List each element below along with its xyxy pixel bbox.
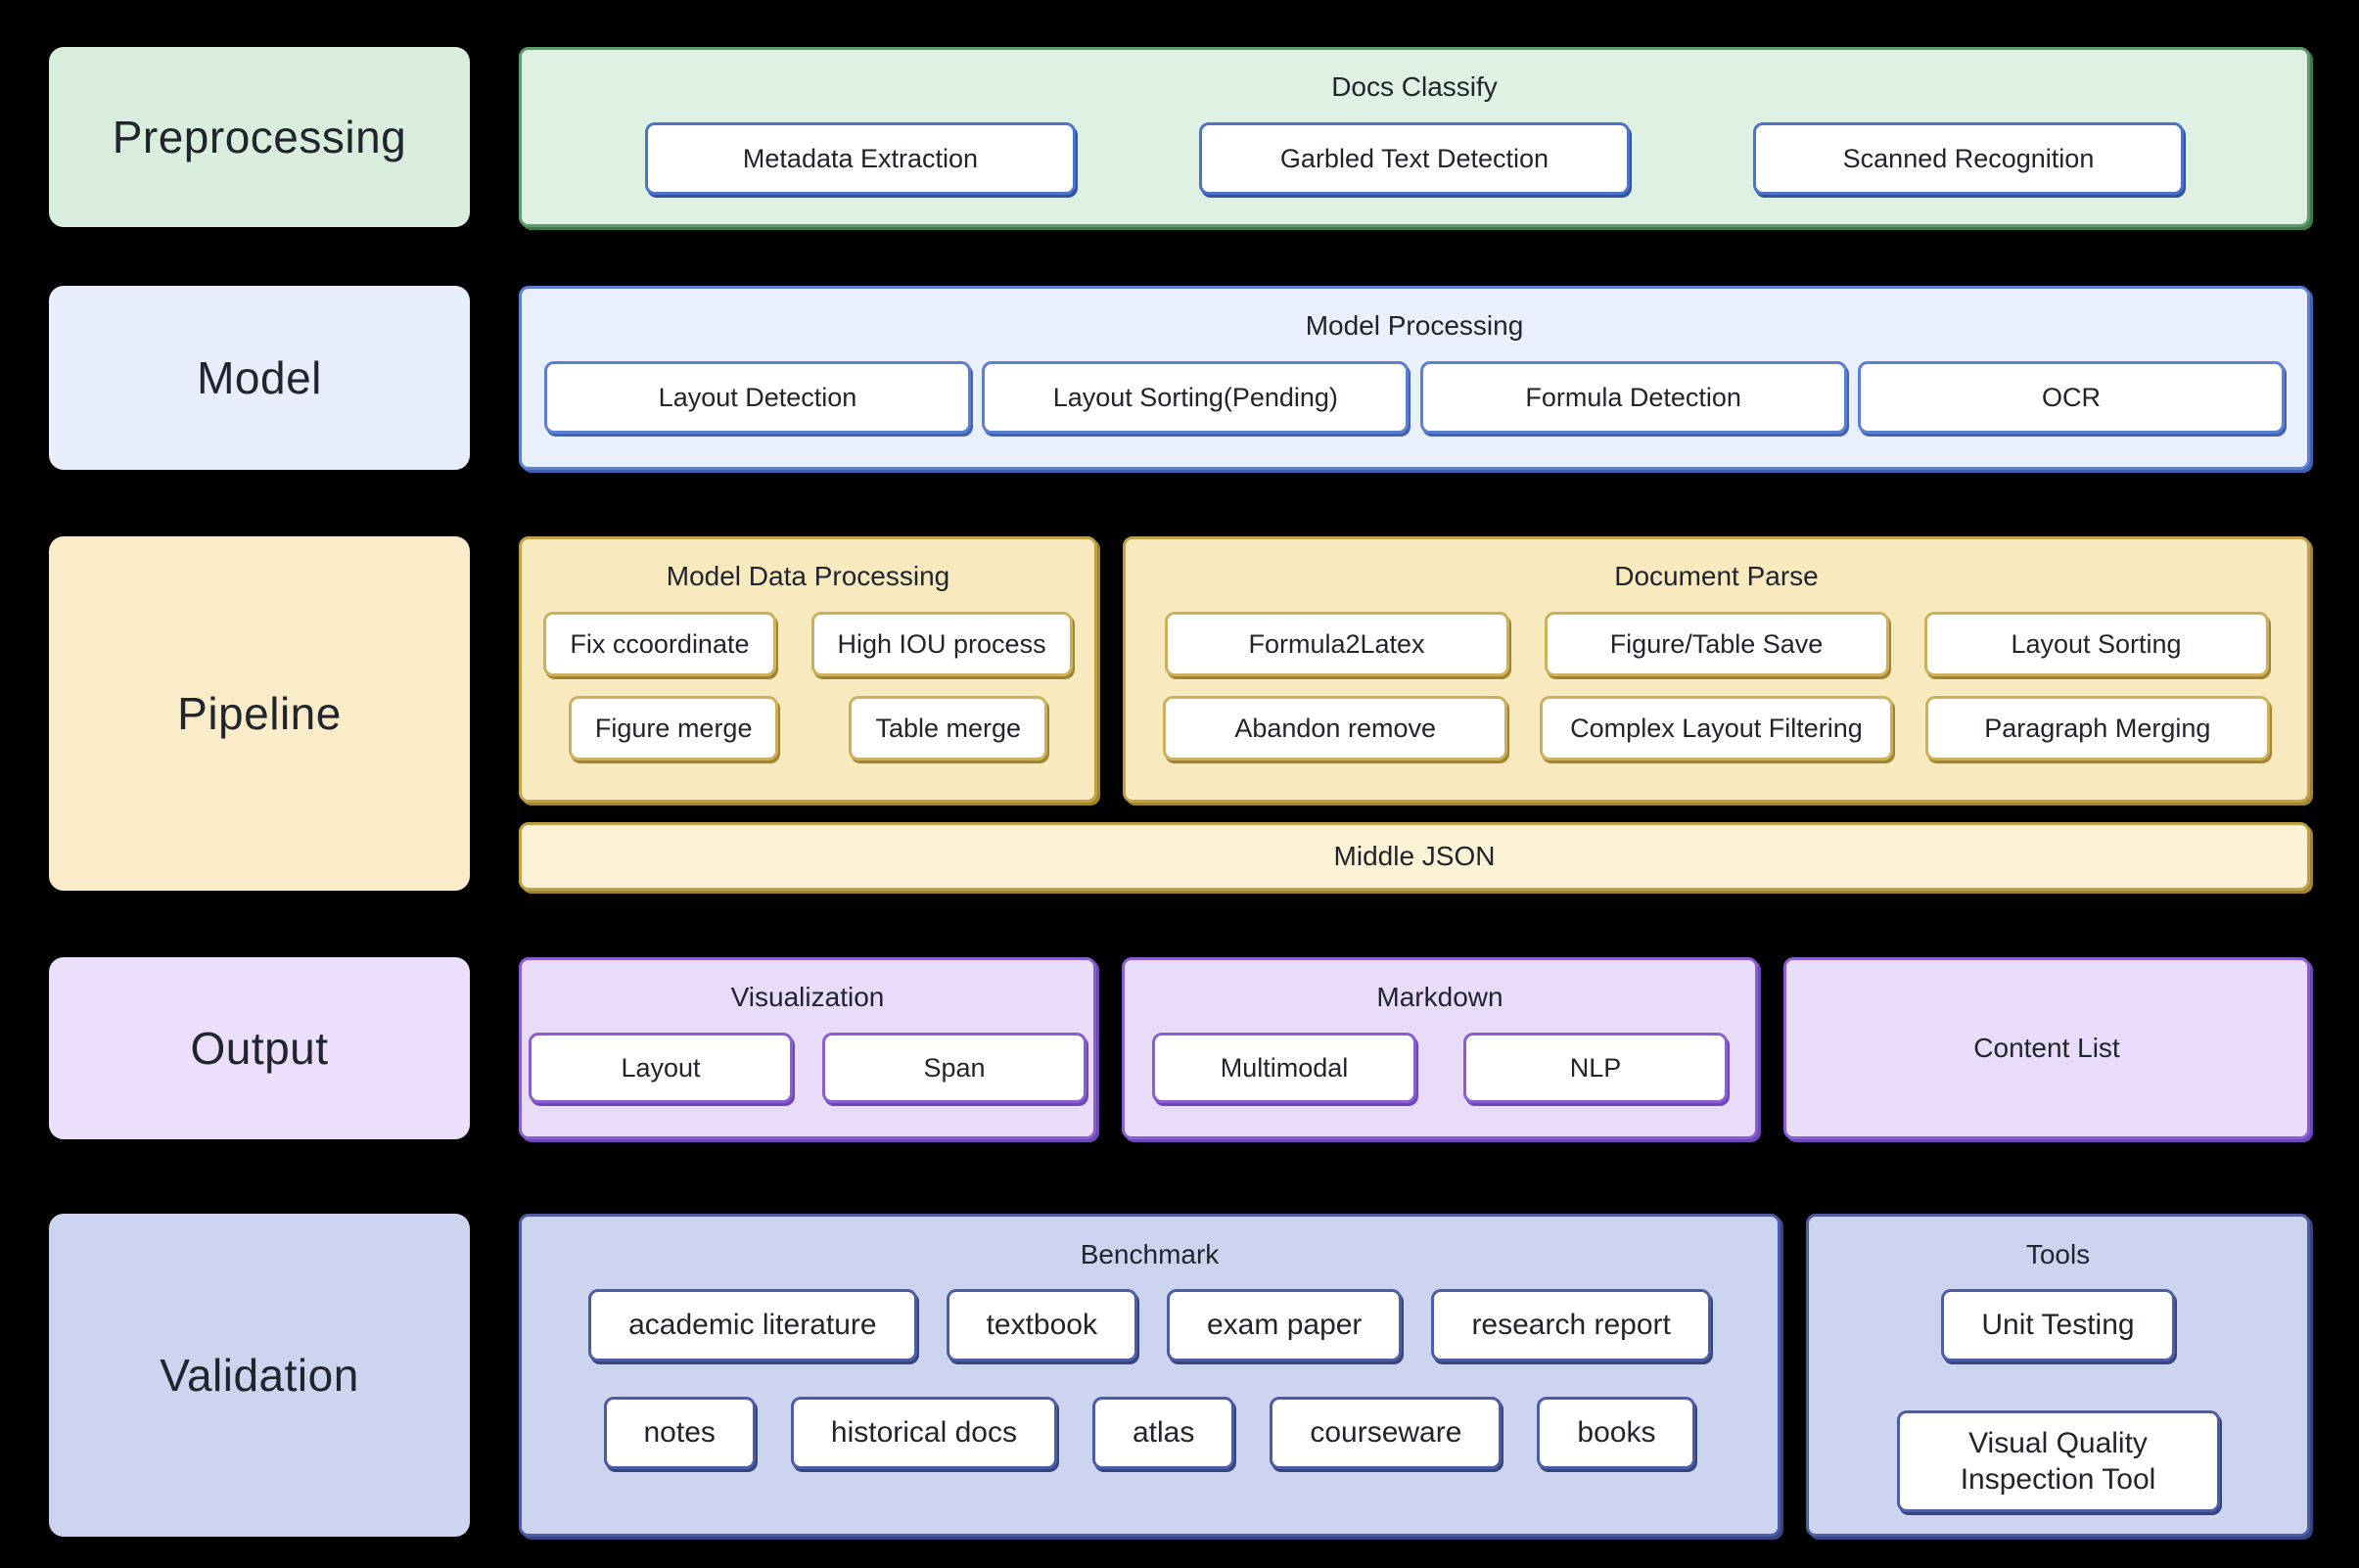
docs-classify-buttons: Metadata Extraction Garbled Text Detecti… [522, 122, 2307, 195]
stage-row-output: Output Visualization Layout Span Markdow… [49, 957, 2310, 1139]
group-markdown: Markdown Multimodal NLP [1122, 957, 1758, 1139]
node-garbled-text-detection: Garbled Text Detection [1199, 122, 1630, 195]
group-model-processing: Model Processing Layout Detection Layout… [519, 286, 2310, 470]
group-title-model-data-processing: Model Data Processing [666, 561, 950, 591]
node-nlp: NLP [1463, 1033, 1728, 1103]
stage-row-model: Model Model Processing Layout Detection … [49, 286, 2310, 470]
visualization-buttons: Layout Span [522, 1033, 1093, 1103]
group-title-content-list: Content List [1973, 1033, 2120, 1063]
node-notes: notes [603, 1397, 756, 1469]
node-historical-docs: historical docs [790, 1397, 1057, 1469]
benchmark-row-2: notes historical docs atlas courseware b… [522, 1397, 1778, 1469]
group-title-benchmark: Benchmark [1080, 1239, 1220, 1269]
tools-row-1: Unit Testing [1809, 1289, 2307, 1361]
group-docs-classify: Docs Classify Metadata Extraction Garble… [519, 47, 2310, 227]
node-formula-detection: Formula Detection [1419, 361, 1847, 434]
model-data-processing-row-2: Figure merge Table merge [522, 696, 1094, 761]
node-visual-quality-inspection-tool: Visual Quality Inspection Tool [1896, 1410, 2220, 1512]
stage-label-output: Output [49, 957, 470, 1139]
node-layout-sorting-pending: Layout Sorting(Pending) [982, 361, 1410, 434]
node-multimodal: Multimodal [1152, 1033, 1416, 1103]
node-figure-merge: Figure merge [568, 696, 779, 761]
group-title-model-processing: Model Processing [1305, 310, 1524, 341]
node-figure-table-save: Figure/Table Save [1544, 612, 1889, 676]
node-layout-sorting: Layout Sorting [1923, 612, 2269, 676]
stage-label-preprocessing: Preprocessing [49, 47, 470, 227]
benchmark-row-1: academic literature textbook exam paper … [522, 1289, 1778, 1361]
node-unit-testing: Unit Testing [1941, 1289, 2175, 1361]
group-title-tools: Tools [2025, 1239, 2091, 1269]
group-content-list: Content List [1783, 957, 2310, 1139]
node-academic-literature: academic literature [588, 1289, 917, 1361]
stage-row-validation: Validation Benchmark academic literature… [49, 1214, 2310, 1537]
stage-label-pipeline: Pipeline [49, 536, 470, 891]
node-books: books [1537, 1397, 1696, 1469]
model-data-processing-row-1: Fix ccoordinate High IOU process [522, 612, 1094, 676]
group-title-visualization: Visualization [730, 982, 885, 1012]
node-formula2latex: Formula2Latex [1164, 612, 1509, 676]
model-processing-buttons: Layout Detection Layout Sorting(Pending)… [522, 361, 2307, 434]
markdown-buttons: Multimodal NLP [1125, 1033, 1755, 1103]
group-tools: Tools Unit Testing Visual Quality Inspec… [1806, 1214, 2310, 1537]
node-fix-ccoordinate: Fix ccoordinate [543, 612, 776, 676]
group-model-data-processing: Model Data Processing Fix ccoordinate Hi… [519, 536, 1097, 803]
stage-row-pipeline: Pipeline Model Data Processing Fix ccoor… [49, 536, 2310, 891]
stage-row-preprocessing: Preprocessing Docs Classify Metadata Ext… [49, 47, 2310, 227]
tools-row-2: Visual Quality Inspection Tool [1809, 1410, 2307, 1512]
node-ocr: OCR [1857, 361, 2285, 434]
stage-label-validation: Validation [49, 1214, 470, 1537]
node-research-report: research report [1431, 1289, 1711, 1361]
node-high-iou-process: High IOU process [810, 612, 1073, 676]
node-paragraph-merging: Paragraph Merging [1924, 696, 2270, 761]
group-benchmark: Benchmark academic literature textbook e… [519, 1214, 1781, 1537]
document-parse-row-2: Abandon remove Complex Layout Filtering … [1126, 696, 2307, 761]
node-courseware: courseware [1270, 1397, 1503, 1469]
node-span: Span [822, 1033, 1087, 1103]
node-complex-layout-filtering: Complex Layout Filtering [1540, 696, 1893, 761]
stage-content-model: Model Processing Layout Detection Layout… [519, 286, 2310, 470]
stage-content-preprocessing: Docs Classify Metadata Extraction Garble… [519, 47, 2310, 227]
node-atlas: atlas [1091, 1397, 1235, 1469]
group-visualization: Visualization Layout Span [519, 957, 1096, 1139]
group-document-parse: Document Parse Formula2Latex Figure/Tabl… [1123, 536, 2310, 803]
pipeline-group-row: Model Data Processing Fix ccoordinate Hi… [519, 536, 2310, 803]
node-layout-detection: Layout Detection [544, 361, 971, 434]
node-middle-json: Middle JSON [519, 822, 2310, 891]
document-parse-row-1: Formula2Latex Figure/Table Save Layout S… [1126, 612, 2307, 676]
node-scanned-recognition: Scanned Recognition [1753, 122, 2184, 195]
node-metadata-extraction: Metadata Extraction [645, 122, 1076, 195]
stage-content-pipeline: Model Data Processing Fix ccoordinate Hi… [519, 536, 2310, 891]
node-table-merge: Table merge [849, 696, 1048, 761]
node-abandon-remove: Abandon remove [1163, 696, 1508, 761]
group-title-docs-classify: Docs Classify [1331, 71, 1498, 102]
stage-content-validation: Benchmark academic literature textbook e… [519, 1214, 2310, 1537]
node-layout: Layout [529, 1033, 793, 1103]
node-textbook: textbook [946, 1289, 1137, 1361]
stage-label-model: Model [49, 286, 470, 470]
group-title-document-parse: Document Parse [1614, 561, 1819, 591]
node-exam-paper: exam paper [1167, 1289, 1403, 1361]
stage-content-output: Visualization Layout Span Markdown Multi… [519, 957, 2310, 1139]
group-title-markdown: Markdown [1376, 982, 1503, 1012]
